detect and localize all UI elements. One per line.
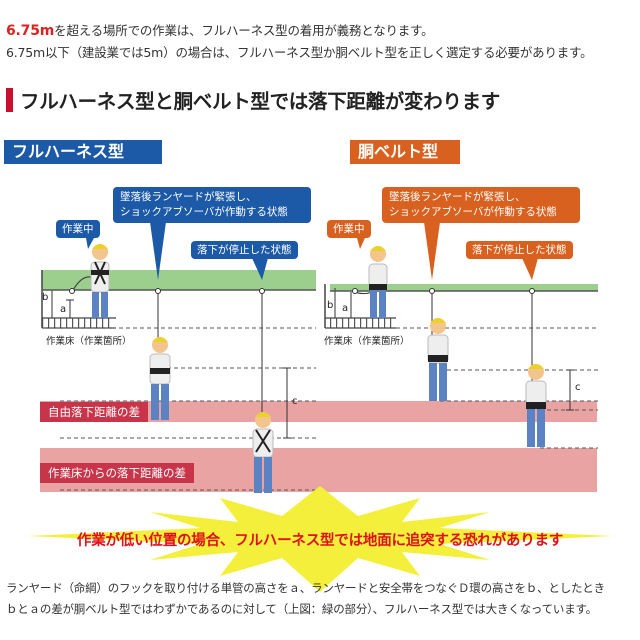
right-worker-stopped: [525, 364, 547, 447]
right-label-a: a: [342, 303, 349, 314]
left-label-a: a: [60, 304, 67, 315]
left-bubble-working: 作業中: [56, 220, 100, 238]
intro-line-1-text: を超える場所での作業は、フルハーネス型の着用が義務となります。: [54, 23, 434, 38]
floor-fall-diff-label: 作業床からの落下距離の差: [40, 463, 194, 483]
left-floor-label: 作業床（作業箇所）: [46, 336, 132, 347]
intro-line-1: 6.75mを超える場所での作業は、フルハーネス型の着用が義務となります。: [6, 20, 434, 39]
warning-starburst: [28, 486, 612, 592]
left-worker-falling: [149, 337, 171, 420]
left-bubble-after-fall-line2: ショックアブソーバが作動する状態: [120, 206, 288, 218]
right-green-zone: [330, 284, 598, 291]
right-bubble-after-fall-line2: ショックアブソーバが作動する状態: [389, 206, 557, 218]
warning-text: 作業が低い位置の場合、フルハーネス型では地面に追突する恐れがあります: [76, 533, 564, 549]
right-bubble-working: 作業中: [327, 220, 371, 238]
right-floor-label: 作業床（作業箇所）: [324, 336, 410, 347]
body-belt-title: 胴ベルト型: [350, 140, 460, 164]
dimension-markers: [48, 288, 574, 439]
left-bubble-stopped: 落下が停止した状態: [191, 241, 298, 259]
right-bubble-stopped: 落下が停止した状態: [466, 241, 573, 259]
left-worker-working: [90, 244, 110, 318]
section-heading: フルハーネス型と胴ベルト型では落下距離が変わります: [20, 90, 501, 113]
guide-lines: [42, 289, 598, 491]
left-green-zone: [42, 270, 316, 290]
right-label-b: b: [327, 300, 334, 311]
left-label-b: b: [42, 292, 49, 303]
intro-line-2: 6.75m以下（建設業では5m）の場合は、フルハーネス型か胴ベルト型を正しく選定…: [6, 45, 593, 60]
heading-accent-bar: [6, 88, 13, 112]
left-worker-stopped: [252, 412, 274, 493]
right-worker-falling: [427, 318, 449, 401]
full-harness-title: フルハーネス型: [4, 140, 162, 164]
free-fall-diff-label: 自由落下距離の差: [40, 402, 148, 422]
right-bubble-after-fall: 墜落後ランヤードが緊張し、 ショックアブソーバが作動する状態: [382, 187, 580, 223]
footer-line-2: ｂとａの差が胴ベルト型ではわずかであるのに対して（上図：緑の部分）、フルハーネス…: [6, 602, 597, 616]
right-worker-working: [368, 246, 388, 318]
hooks: [69, 288, 535, 294]
left-bubble-after-fall: 墜落後ランヤードが緊張し、 ショックアブソーバが作動する状態: [113, 187, 311, 223]
footer-line-1: ランヤード（命綱）のフックを取り付ける単管の高さをａ、ランヤードと安全帯をつなぐ…: [6, 581, 605, 595]
lanyards: [71, 276, 533, 420]
left-bubble-after-fall-line1: 墜落後ランヤードが緊張し、: [120, 191, 257, 203]
free-fall-diff-band: [40, 401, 597, 422]
intro-highlight: 6.75m: [6, 23, 55, 39]
right-bubble-after-fall-line1: 墜落後ランヤードが緊張し、: [389, 191, 526, 203]
right-label-c: c: [575, 382, 581, 393]
left-label-c: c: [292, 396, 298, 407]
